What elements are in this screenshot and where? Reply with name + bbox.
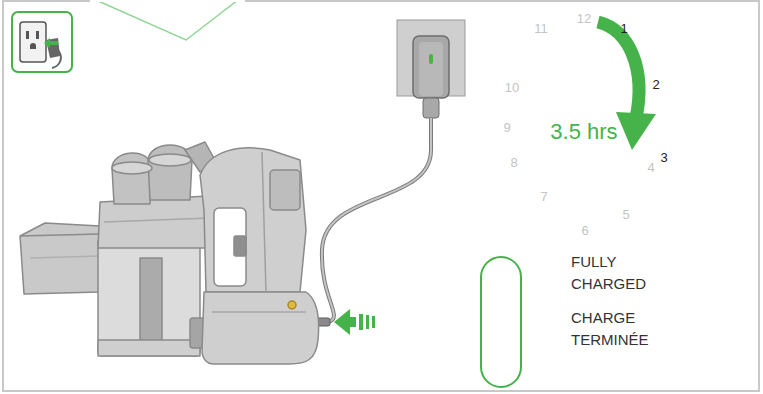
wall-charger	[397, 20, 465, 118]
clock-number: 9	[503, 121, 510, 134]
charger-cable	[322, 118, 431, 322]
frame	[3, 1, 759, 391]
clock-number: 6	[581, 224, 588, 237]
charger-cable-core	[322, 118, 431, 322]
clock-number: 8	[510, 156, 517, 169]
status-text: FULLY CHARGED	[571, 251, 667, 295]
charge-indicator	[481, 257, 521, 387]
clock-number: 3	[660, 151, 667, 164]
outlet-inset	[12, 12, 72, 72]
insert-arrow	[334, 309, 375, 335]
clock-number: 1	[620, 22, 627, 35]
handheld-vacuum	[20, 142, 319, 364]
clock-number: 12	[577, 12, 591, 25]
bubble-tail	[96, 0, 238, 40]
status-text: CHARGE TERMINÉE	[571, 307, 667, 351]
clock-number: 11	[534, 22, 548, 35]
clock-number: 4	[647, 161, 654, 174]
clock-number: 7	[540, 190, 547, 203]
clock-number: 10	[505, 81, 519, 94]
charge-time: 3.5 hrs	[550, 121, 617, 143]
clock-number: 5	[622, 208, 629, 221]
clock-number: 2	[652, 78, 659, 91]
